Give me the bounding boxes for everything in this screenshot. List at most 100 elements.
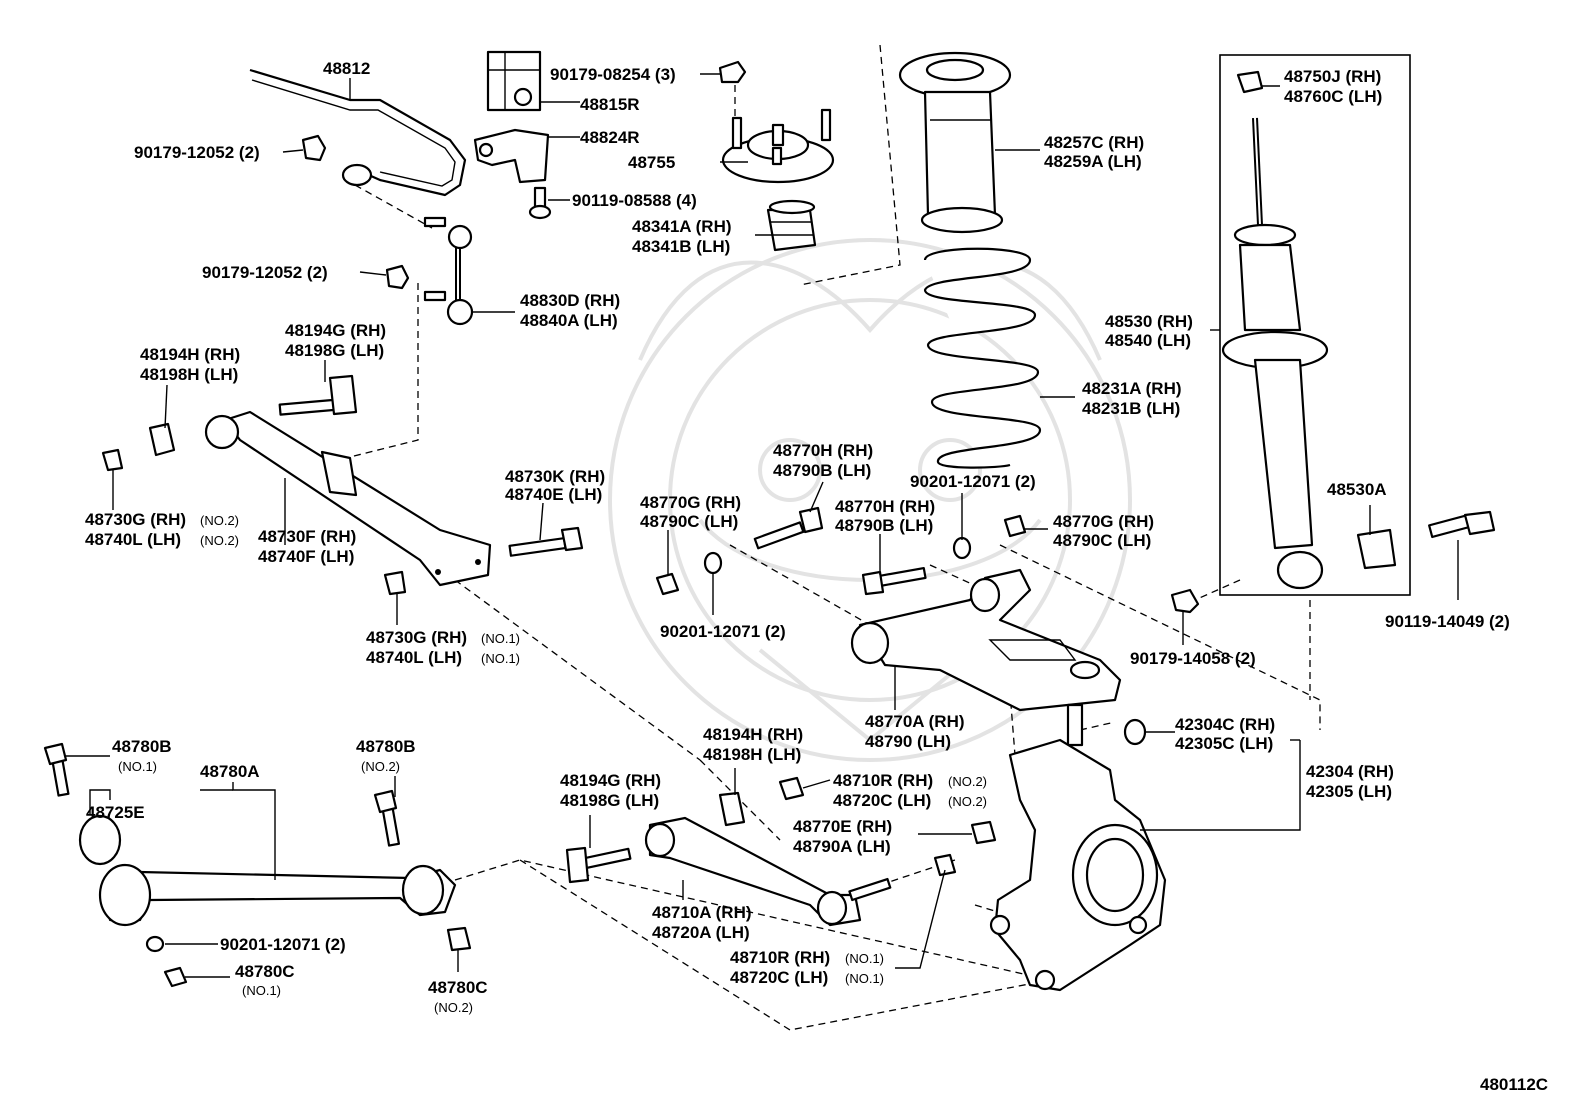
part-labels: 48812 90179-08254 (3) 48815R 48824R 4875… bbox=[85, 59, 1548, 1094]
washer-90201-12071-left bbox=[145, 935, 165, 953]
label-48194G-b: 48194G (RH) bbox=[560, 771, 661, 790]
label-48815R: 48815R bbox=[580, 95, 640, 114]
nut-48780C-no1 bbox=[163, 966, 188, 988]
label-48710R-b: 48710R (RH) bbox=[730, 948, 830, 967]
nut-48710R-no1 bbox=[933, 853, 957, 877]
reference-lines bbox=[329, 44, 1321, 1031]
label-48812: 48812 bbox=[323, 59, 370, 78]
label-48770H-b: 48770H (RH) bbox=[835, 497, 935, 516]
leader-lines bbox=[66, 73, 1459, 978]
label-48750J: 48750J (RH) bbox=[1284, 67, 1381, 86]
watermark-emblem bbox=[608, 238, 1132, 762]
steering-knuckle bbox=[989, 738, 1167, 992]
label-48231A: 48231A (RH) bbox=[1082, 379, 1182, 398]
bolt-48730K bbox=[508, 526, 584, 557]
label-42305: 42305 (LH) bbox=[1306, 782, 1392, 801]
stabilizer-bushing bbox=[486, 50, 542, 112]
label-90201-12071-c: 90201-12071 (2) bbox=[220, 935, 346, 954]
label-48790C-a: 48790C (LH) bbox=[640, 512, 738, 531]
label-no1-e: (NO.1) bbox=[845, 971, 884, 986]
label-48740L-a: 48740L (LH) bbox=[85, 530, 181, 549]
nut-48730G-no1 bbox=[383, 570, 407, 596]
label-48194H-a: 48194H (RH) bbox=[140, 345, 240, 364]
label-48780B-a: 48780B bbox=[112, 737, 172, 756]
stabilizer-bar bbox=[249, 68, 467, 197]
label-48540: 48540 (LH) bbox=[1105, 331, 1191, 350]
upper-control-arm bbox=[850, 568, 1122, 747]
label-48770G-b: 48770G (RH) bbox=[1053, 512, 1154, 531]
lower-link-48780A bbox=[98, 863, 457, 927]
label-48341A: 48341A (RH) bbox=[632, 217, 732, 236]
label-48780B-b: 48780B bbox=[356, 737, 416, 756]
nut-48730G-no2 bbox=[101, 448, 124, 472]
label-48770E: 48770E (RH) bbox=[793, 817, 892, 836]
label-42304C: 42304C (RH) bbox=[1175, 715, 1275, 734]
label-48770H-a: 48770H (RH) bbox=[773, 441, 873, 460]
label-48780C-b: 48780C bbox=[428, 978, 488, 997]
label-48770G-a: 48770G (RH) bbox=[640, 493, 741, 512]
label-48760C: 48760C (LH) bbox=[1284, 87, 1382, 106]
shock-absorber bbox=[1219, 54, 1411, 596]
label-48770A: 48770A (RH) bbox=[865, 712, 965, 731]
bolt-48194G-bottom bbox=[565, 846, 632, 884]
nut-48770E bbox=[970, 820, 997, 845]
label-48730K: 48730K (RH) bbox=[505, 467, 605, 486]
label-48198G-a: 48198G (LH) bbox=[285, 341, 384, 360]
spring-bumper-cover bbox=[898, 51, 1012, 234]
label-48840A: 48840A (LH) bbox=[520, 311, 618, 330]
bushing-48725E bbox=[78, 814, 122, 866]
bolt-90119-14049 bbox=[1428, 510, 1496, 539]
label-48720C-b: 48720C (LH) bbox=[730, 968, 828, 987]
washer-90201-12071-right bbox=[952, 536, 972, 560]
washer-90201-12071-mid bbox=[703, 551, 723, 575]
label-48790B-a: 48790B (LH) bbox=[773, 461, 871, 480]
label-48259A: 48259A (LH) bbox=[1044, 152, 1142, 171]
label-no1-c: (NO.1) bbox=[118, 759, 157, 774]
label-no1-d: (NO.1) bbox=[845, 951, 884, 966]
label-48198G-b: 48198G (LH) bbox=[560, 791, 659, 810]
nut-90179-14058 bbox=[1170, 588, 1200, 614]
label-no1-b: (NO.1) bbox=[481, 651, 520, 666]
label-48194H-b: 48194H (RH) bbox=[703, 725, 803, 744]
shock-mount bbox=[721, 108, 835, 184]
label-48790C-b: 48790C (LH) bbox=[1053, 531, 1151, 550]
label-no2-e: (NO.2) bbox=[948, 794, 987, 809]
label-no1-f: (NO.1) bbox=[242, 983, 281, 998]
label-no2-d: (NO.2) bbox=[948, 774, 987, 789]
figure-code: 480112C bbox=[1480, 1075, 1548, 1094]
stabilizer-bracket bbox=[473, 128, 550, 184]
coil-spring bbox=[923, 247, 1042, 469]
label-48530A: 48530A bbox=[1327, 480, 1387, 499]
label-90201-12071-b: 90201-12071 (2) bbox=[660, 622, 786, 641]
label-48730G-b: 48730G (RH) bbox=[366, 628, 467, 647]
label-48830D: 48830D (RH) bbox=[520, 291, 620, 310]
label-48730F: 48730F (RH) bbox=[258, 527, 356, 546]
nut-48780C-no2 bbox=[446, 926, 472, 952]
label-no2-c: (NO.2) bbox=[361, 759, 400, 774]
bolt-48194G-top bbox=[278, 374, 358, 416]
label-48740F: 48740F (LH) bbox=[258, 547, 354, 566]
bump-stopper bbox=[766, 199, 817, 252]
bolt-90119-08588 bbox=[528, 186, 552, 220]
label-48198H-b: 48198H (LH) bbox=[703, 745, 801, 764]
nut-90179-12052-top bbox=[301, 134, 327, 162]
label-no2-a: (NO.2) bbox=[200, 513, 239, 528]
label-48231B: 48231B (LH) bbox=[1082, 399, 1180, 418]
nut-90179-08254 bbox=[718, 60, 747, 84]
washer-48194H-top bbox=[148, 422, 176, 457]
label-48824R: 48824R bbox=[580, 128, 640, 147]
label-48710A: 48710A (RH) bbox=[652, 903, 752, 922]
label-48194G-a: 48194G (RH) bbox=[285, 321, 386, 340]
label-48257C: 48257C (RH) bbox=[1044, 133, 1144, 152]
nut-48770G-right bbox=[1003, 514, 1027, 538]
bolt-48770H-lower bbox=[861, 566, 927, 596]
label-48720C-a: 48720C (LH) bbox=[833, 791, 931, 810]
toe-link bbox=[644, 816, 862, 927]
bolt-48780B-no1 bbox=[43, 742, 70, 797]
label-42304: 42304 (RH) bbox=[1306, 762, 1394, 781]
label-90179-12052-a: 90179-12052 (2) bbox=[134, 143, 260, 162]
label-42305C: 42305C (LH) bbox=[1175, 734, 1273, 753]
stabilizer-link bbox=[423, 216, 474, 326]
